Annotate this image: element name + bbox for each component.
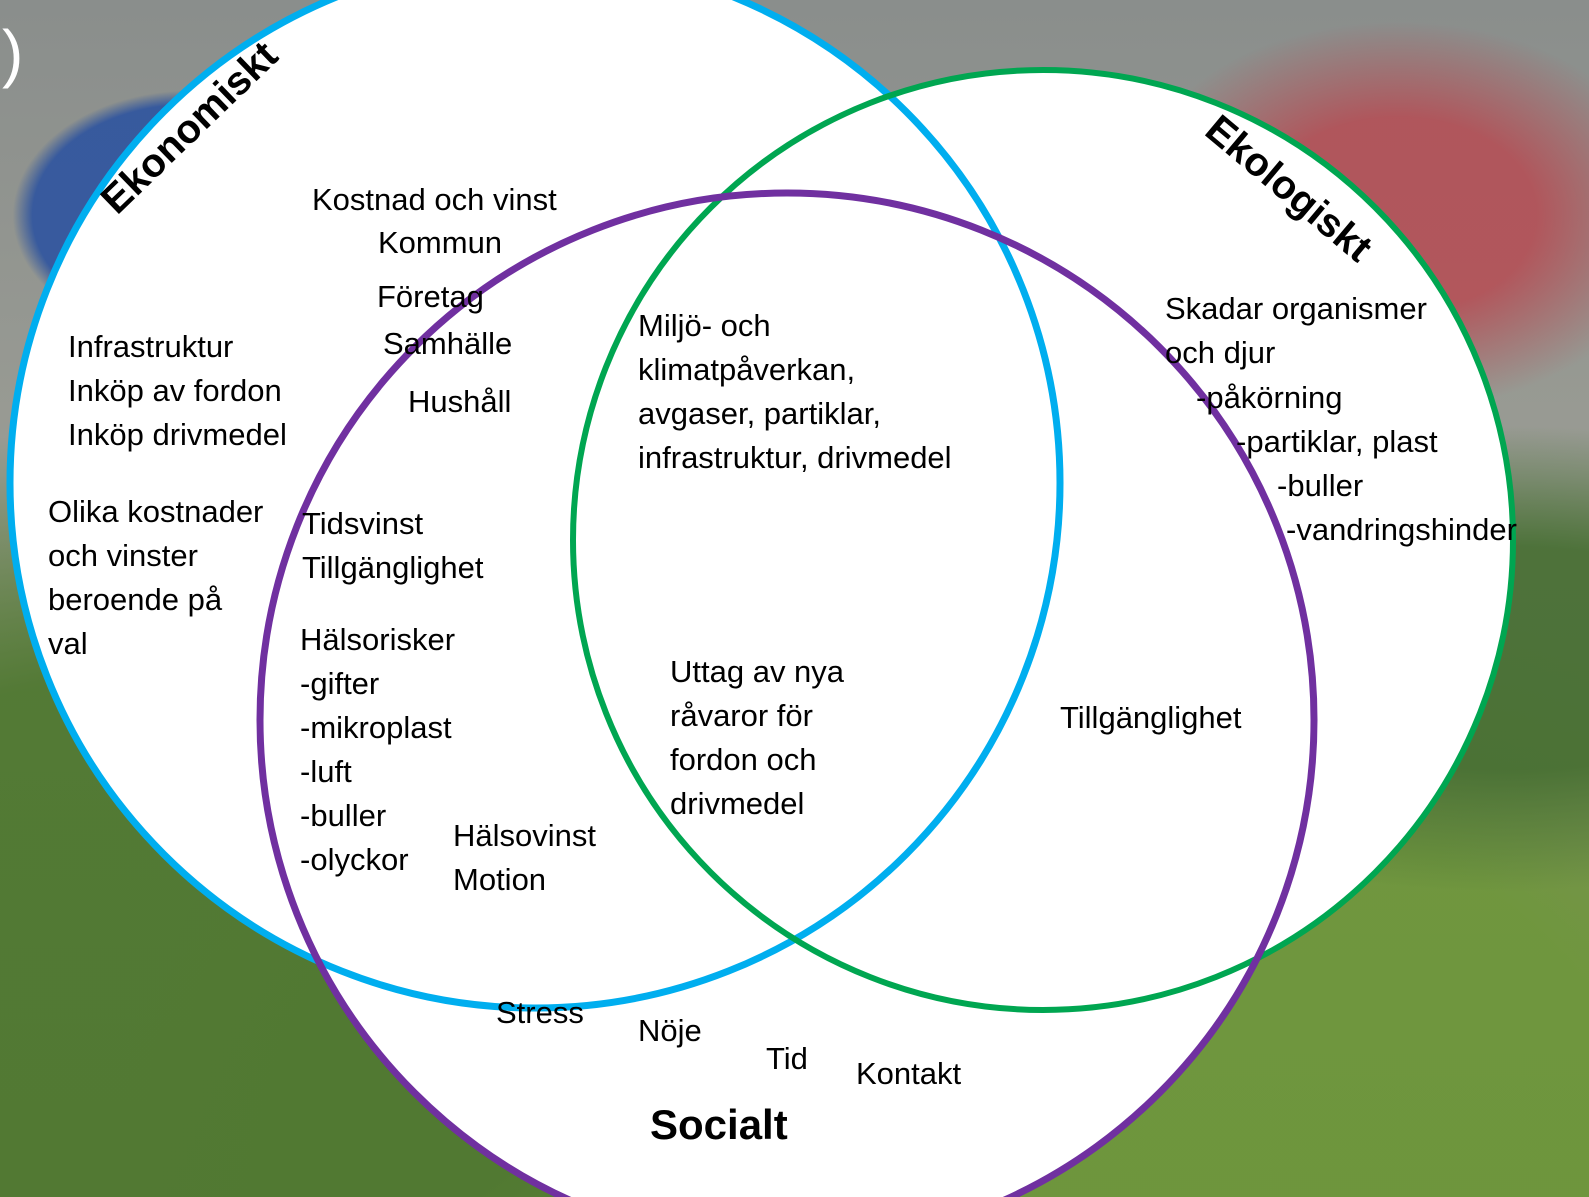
text-partiklar: -partiklar, plast bbox=[1236, 424, 1438, 459]
text-halsorisker: Hälsorisker -gifter -mikroplast -luft -b… bbox=[300, 622, 456, 877]
text-infrastruktur-list: Infrastruktur Inköp av fordon Inköp driv… bbox=[68, 329, 287, 452]
text-uttag: Uttag av nya råvaror för fordon och driv… bbox=[670, 654, 845, 821]
ekologiskt-circle bbox=[570, 67, 1516, 1013]
ekonomiskt-circle bbox=[6, 0, 1064, 1012]
text-foretag: Företag bbox=[377, 279, 484, 314]
label-socialt: Socialt bbox=[650, 1101, 788, 1148]
corner-glyph: ) bbox=[2, 17, 24, 89]
text-stress: Stress bbox=[496, 995, 584, 1030]
text-skadar: Skadar organismer och djur bbox=[1165, 291, 1427, 370]
text-kontakt: Kontakt bbox=[856, 1056, 962, 1091]
text-samhalle: Samhälle bbox=[383, 326, 513, 361]
text-vandringshinder: -vandringshinder bbox=[1286, 512, 1517, 547]
socialt-circle-fill bbox=[260, 193, 1314, 1197]
text-hushall: Hushåll bbox=[408, 384, 512, 419]
text-tid: Tid bbox=[766, 1041, 808, 1076]
text-halsovinst: Hälsovinst Motion bbox=[453, 818, 596, 897]
text-kommun: Kommun bbox=[378, 225, 503, 260]
text-kostnad-och-vinst: Kostnad och vinst bbox=[312, 182, 557, 217]
text-noje: Nöje bbox=[638, 1013, 702, 1048]
text-tillganglighet: Tillgänglighet bbox=[1060, 700, 1242, 735]
text-tidsvinst: Tidsvinst Tillgänglighet bbox=[302, 506, 484, 585]
text-olika-kostnader: Olika kostnader och vinster beroende på … bbox=[48, 494, 264, 661]
socialt-circle bbox=[256, 189, 1318, 1197]
text-miljo: Miljö- och klimatpåverkan, avgaser, part… bbox=[638, 308, 952, 475]
text-buller: -buller bbox=[1277, 468, 1364, 503]
text-pakorning: -påkörning bbox=[1196, 380, 1343, 415]
